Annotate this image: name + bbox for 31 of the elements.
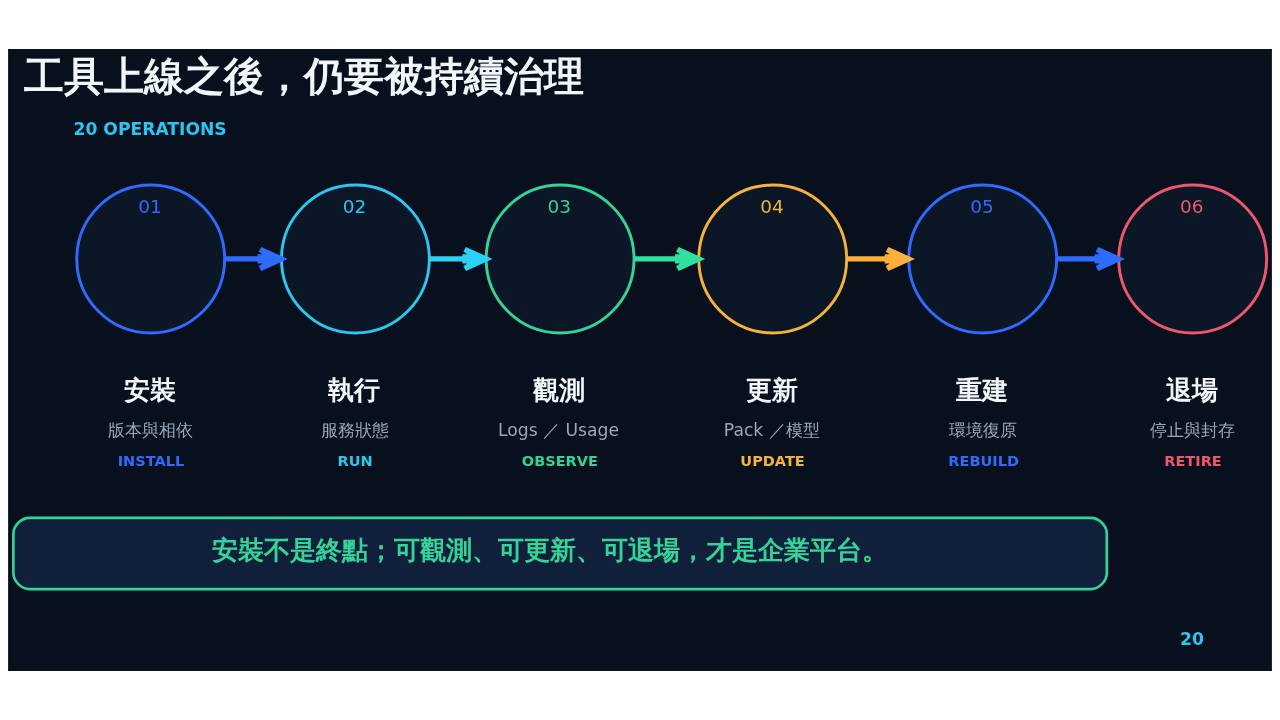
node-label: Pack ／模型 bbox=[723, 420, 820, 441]
node-label: RETIRE bbox=[1164, 453, 1222, 470]
label: 20 bbox=[1180, 629, 1204, 650]
diagram-title: 工具上線之後，仍要被持續治理 bbox=[23, 52, 584, 99]
node-label: INSTALL bbox=[117, 453, 185, 470]
node-label: 退場 bbox=[1165, 373, 1218, 405]
node-label: 版本與相依 bbox=[108, 420, 194, 441]
node-circle: 02 bbox=[280, 183, 431, 335]
node-label: 服務狀態 bbox=[321, 420, 390, 441]
node-label: 觀測 bbox=[533, 373, 586, 405]
node-label: 重建 bbox=[956, 373, 1009, 405]
arrow bbox=[634, 246, 702, 272]
node-box: 安裝不是終點；可觀測、可更新、可退場，才是企業平台。 bbox=[12, 516, 1109, 591]
label: 20 OPERATIONS bbox=[73, 119, 227, 140]
node-circle: 04 bbox=[697, 183, 849, 335]
node-circle: 01 bbox=[75, 183, 227, 335]
arrow bbox=[846, 246, 912, 272]
node-label: 安裝 bbox=[123, 373, 176, 405]
node-label: RUN bbox=[337, 453, 373, 470]
arrow bbox=[1056, 246, 1122, 272]
node-label: OBSERVE bbox=[521, 453, 598, 470]
node-circle: 06 bbox=[1117, 183, 1269, 335]
node-label: UPDATE bbox=[740, 453, 805, 470]
node-circle: 05 bbox=[907, 183, 1059, 335]
node-label: 執行 bbox=[328, 373, 381, 405]
node-label: Logs ／ Usage bbox=[498, 420, 619, 441]
node-label: 停止與封存 bbox=[1150, 420, 1236, 441]
node-circle: 03 bbox=[484, 183, 636, 335]
node-label: 環境復原 bbox=[949, 420, 1018, 441]
node-label: 更新 bbox=[745, 373, 798, 405]
node-label: REBUILD bbox=[948, 453, 1020, 470]
